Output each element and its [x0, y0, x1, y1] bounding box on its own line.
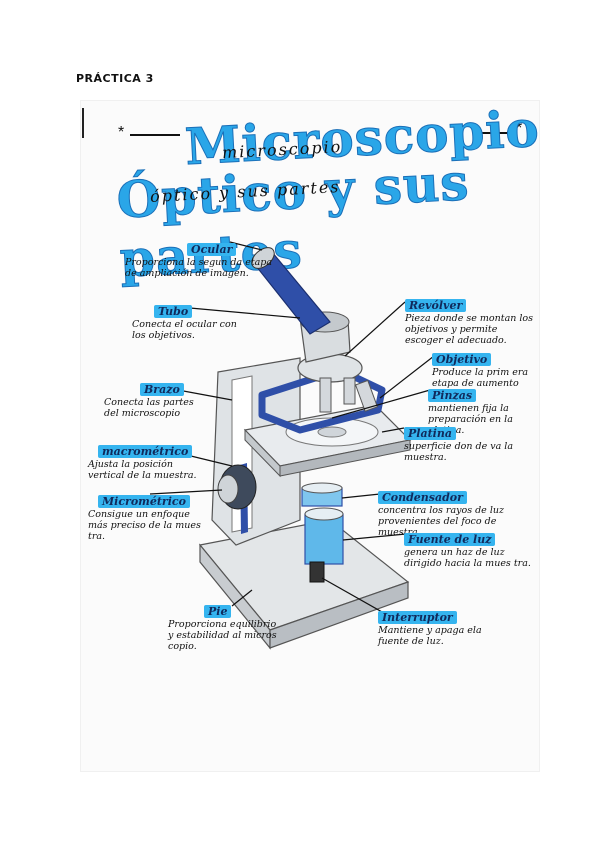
desc-interruptor: Mantiene y apaga ela fuente de luz. — [378, 625, 482, 647]
label-macrometrico: macrométrico Ajusta la posición vertical… — [88, 440, 208, 481]
desc-platina: superficie don de va la muestra. — [404, 441, 513, 463]
desc-pie: Proporciona equilibrio y estabilidad al … — [168, 619, 277, 652]
desc-brazo: Conecta las partes del microscopio — [104, 397, 194, 419]
title-dash-left — [130, 134, 180, 136]
tag-objetivo: Objetivo — [432, 353, 492, 366]
tag-revolver: Revólver — [405, 299, 467, 312]
title-star-left: * — [118, 124, 125, 141]
label-platina: Platina superficie don de va la muestra. — [404, 422, 534, 463]
label-fuente-de-luz: Fuente de luz genera un haz de luz dirig… — [404, 528, 532, 569]
label-brazo: Brazo Conecta las partes del microscopio — [104, 378, 204, 419]
desc-micrometrico: Consigue un enfoque más preciso de la mu… — [88, 509, 201, 542]
tag-pie: Pie — [204, 605, 232, 618]
tag-pinzas: Pinzas — [428, 389, 477, 402]
sheet-edge-mark — [82, 108, 84, 138]
tag-brazo: Brazo — [140, 383, 184, 396]
tag-condensador: Condensador — [378, 491, 467, 504]
label-revolver: Revólver Pieza donde se montan los objet… — [405, 294, 533, 346]
desc-macrometrico: Ajusta la posición vertical de la muestr… — [88, 459, 197, 481]
label-tubo: Tubo Conecta el ocular con los objetivos… — [132, 300, 252, 341]
desc-objetivo: Produce la prim era etapa de aumento — [432, 367, 529, 389]
tag-micrometrico: Micrométrico — [98, 495, 190, 508]
label-ocular: Ocular Proporciona la segun da etapa de … — [125, 238, 275, 279]
title-dash-right — [476, 132, 512, 134]
title-star-right: * — [516, 120, 523, 137]
label-interruptor: Interruptor Mantiene y apaga ela fuente … — [378, 606, 498, 647]
tag-macrometrico: macrométrico — [98, 445, 193, 458]
tag-ocular: Ocular — [187, 243, 237, 256]
desc-ocular: Proporciona la segun da etapa de ampliac… — [125, 257, 273, 279]
label-objetivo: Objetivo Produce la prim era etapa de au… — [432, 348, 534, 389]
desc-revolver: Pieza donde se montan los objetivos y pe… — [405, 313, 533, 346]
desc-condensador: concentra los rayos de luz provenientes … — [378, 505, 504, 538]
label-condensador: Condensador concentra los rayos de luz p… — [378, 486, 528, 538]
tag-platina: Platina — [404, 427, 456, 440]
label-micrometrico: Micrométrico Consigue un enfoque más pre… — [88, 490, 204, 542]
tag-interruptor: Interruptor — [378, 611, 457, 624]
desc-tubo: Conecta el ocular con los objetivos. — [132, 319, 237, 341]
tag-tubo: Tubo — [154, 305, 193, 318]
desc-fuente-de-luz: genera un haz de luz dirigido hacia la m… — [404, 547, 531, 569]
label-pie: Pie Proporciona equilibrio y estabilidad… — [168, 600, 284, 652]
tag-fuente-de-luz: Fuente de luz — [404, 533, 496, 546]
practice-label: PRÁCTICA 3 — [76, 72, 154, 85]
